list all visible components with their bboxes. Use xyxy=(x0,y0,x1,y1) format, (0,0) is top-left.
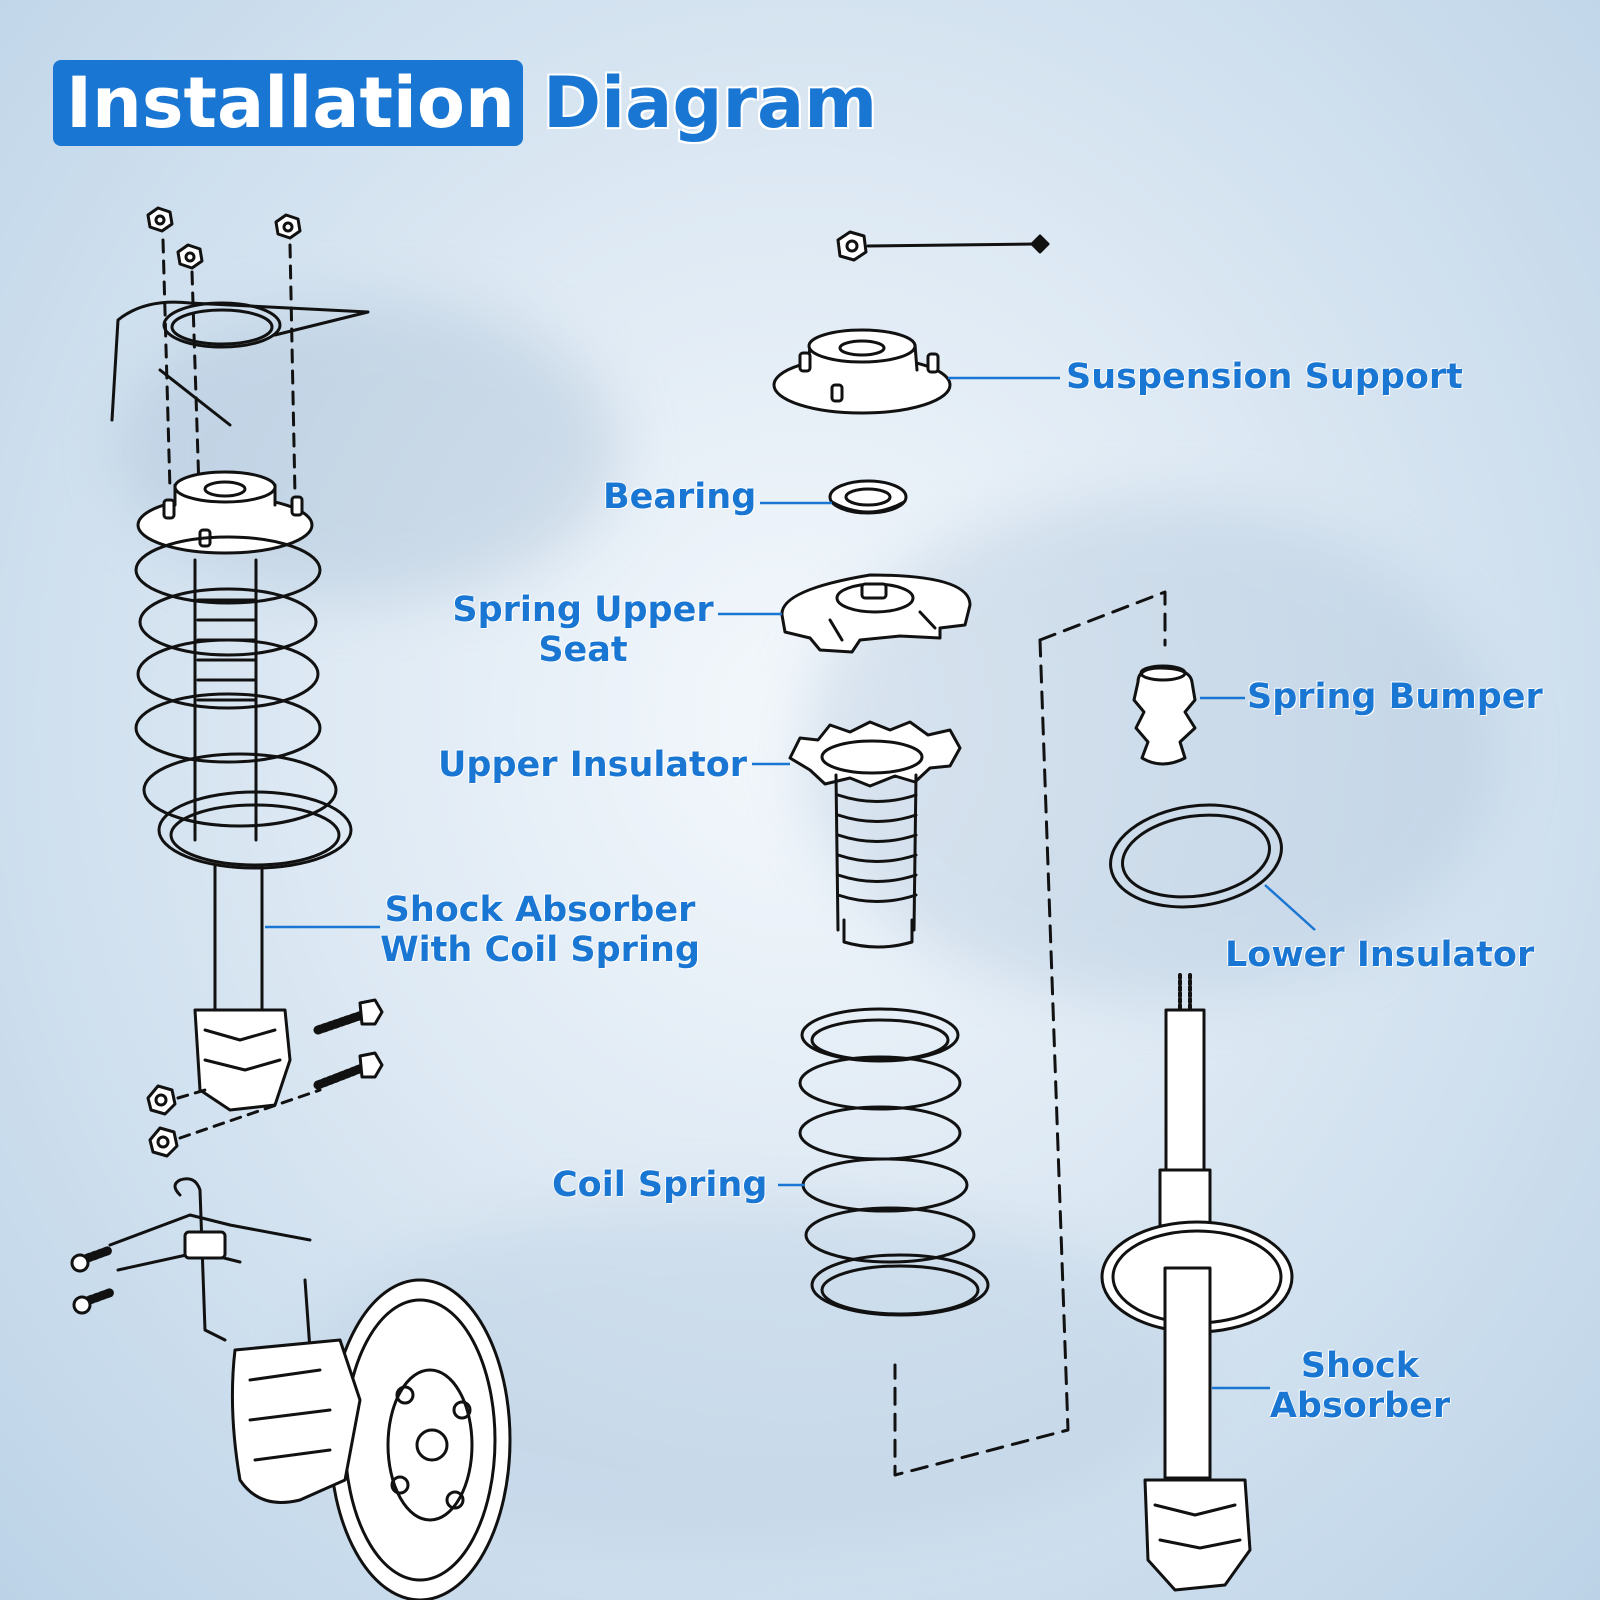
label-bearing: Bearing xyxy=(603,477,757,517)
label-shock-with-spring-line2: With Coil Spring xyxy=(380,930,700,970)
leader-lower-insulator xyxy=(1264,884,1316,931)
title-installation: Installation xyxy=(66,62,515,144)
top-nut-middle xyxy=(176,243,204,270)
lower-insulator-part xyxy=(1109,803,1283,909)
label-spring-bumper: Spring Bumper xyxy=(1247,677,1543,717)
suspension-support-part xyxy=(772,328,952,415)
bracket-nut-upper xyxy=(146,1084,177,1116)
bracket-bolt-upper xyxy=(313,998,384,1035)
knuckle-bolt-upper xyxy=(70,1245,115,1273)
body-mount-panel xyxy=(110,300,370,422)
coil-spring-part xyxy=(798,1007,990,1317)
leader-lines xyxy=(265,376,1316,1390)
label-coil-spring: Coil Spring xyxy=(552,1165,768,1205)
label-shock-with-spring: Shock Absorber With Coil Spring xyxy=(375,890,705,970)
label-spring-upper-seat: Spring Upper Seat xyxy=(443,590,723,670)
shock-absorber-part xyxy=(1100,973,1294,1592)
title-background xyxy=(53,60,523,146)
dashed-guide xyxy=(893,638,1070,1477)
knuckle-bolt-lower xyxy=(72,1287,117,1315)
mount-hole xyxy=(162,301,282,349)
top-nut-right xyxy=(274,213,302,240)
label-shock-absorber: Shock Absorber xyxy=(1260,1346,1460,1426)
label-spring-upper-seat-line1: Spring Upper xyxy=(452,590,714,630)
strut-top-mount xyxy=(136,470,314,555)
top-nut-left xyxy=(146,206,174,233)
assembled-coil-spring xyxy=(134,535,353,870)
label-lower-insulator: Lower Insulator xyxy=(1225,935,1535,975)
label-shock-with-spring-line1: Shock Absorber xyxy=(384,890,696,930)
dashed-guide xyxy=(1038,590,1167,647)
bracket-nut-lower xyxy=(148,1126,179,1158)
spring-upper-seat-part xyxy=(780,573,972,654)
bracket-bolt-lower xyxy=(313,1051,384,1090)
steering-knuckle-brake xyxy=(70,1177,512,1600)
label-shock-absorber-line2: Absorber xyxy=(1269,1386,1451,1426)
spring-bumper-part xyxy=(1132,664,1197,766)
top-nut xyxy=(836,230,868,262)
upper-insulator-part xyxy=(788,720,962,949)
dashed-guide xyxy=(288,243,297,497)
label-spring-upper-seat-line2: Seat xyxy=(538,630,628,670)
title-diagram: Diagram xyxy=(543,62,878,144)
label-suspension-support: Suspension Support xyxy=(1066,357,1463,397)
label-shock-absorber-line1: Shock xyxy=(1300,1346,1420,1386)
dashed-guide xyxy=(161,238,172,492)
label-upper-insulator: Upper Insulator xyxy=(438,745,748,785)
assembled-shock-body xyxy=(213,863,264,1012)
bearing-part xyxy=(828,479,908,515)
